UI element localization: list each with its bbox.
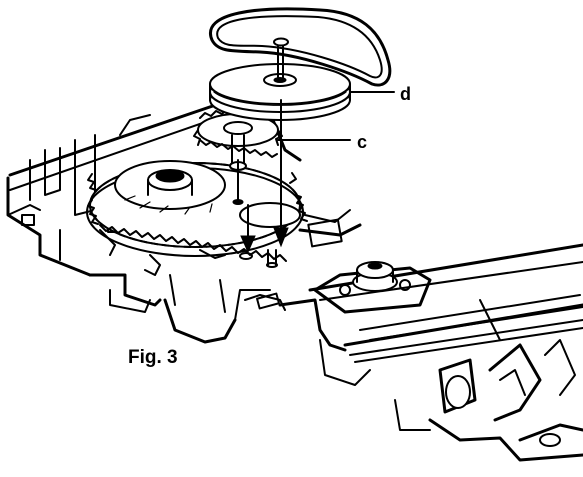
callout-c: c: [277, 132, 367, 152]
gear-train: [86, 102, 308, 262]
arrow-down-icon: [240, 204, 256, 254]
chassis: [6, 93, 583, 462]
label-c: c: [357, 132, 367, 152]
pulley-assembly: [208, 7, 392, 121]
arrow-down-icon: [273, 99, 289, 248]
label-d: d: [400, 84, 411, 104]
callout-d: d: [349, 84, 411, 104]
assembly-arrows: [239, 99, 289, 268]
figure-caption: Fig. 3: [128, 347, 178, 368]
